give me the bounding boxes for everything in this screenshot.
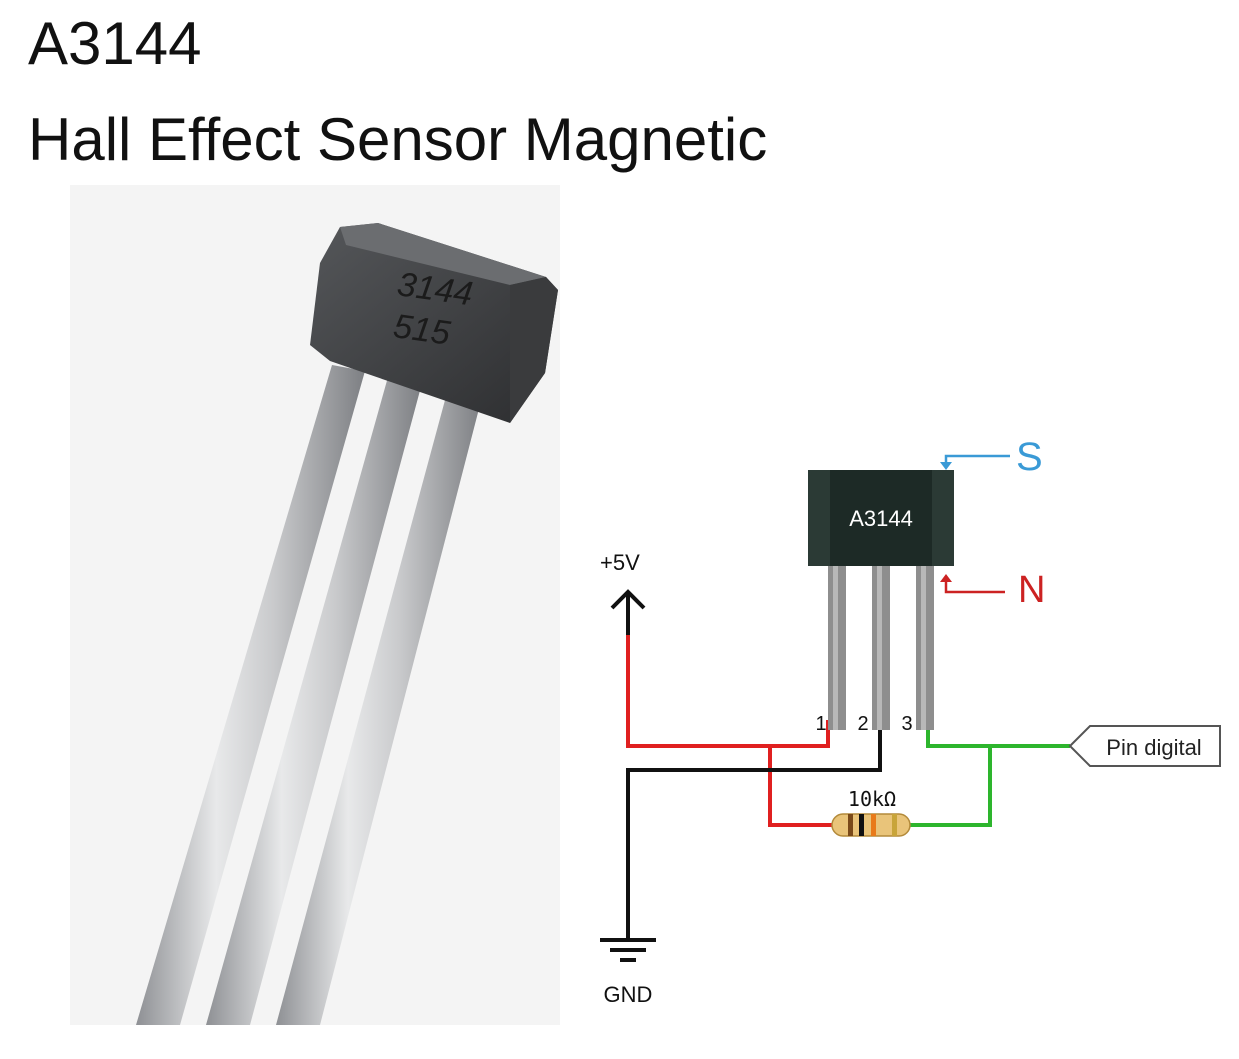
south-pole-label: S xyxy=(1016,435,1043,479)
pin-number-2: 2 xyxy=(857,713,868,735)
page-subtitle: Hall Effect Sensor Magnetic xyxy=(28,106,768,173)
chip-label: A3144 xyxy=(849,506,913,531)
resistor-supply-wire xyxy=(768,746,832,827)
supply-wire xyxy=(626,635,830,748)
output-tag xyxy=(1068,725,1221,767)
signal-wire xyxy=(926,720,1070,748)
ground-label: GND xyxy=(604,982,653,1007)
sensor-leg-2 xyxy=(206,377,422,1025)
ground-wire xyxy=(626,720,882,940)
north-pole-label: N xyxy=(1018,569,1045,611)
output-label: Pin digital xyxy=(1106,735,1201,760)
north-arrow-icon xyxy=(944,580,1005,594)
resistor-icon xyxy=(831,813,911,837)
sensor-body-side xyxy=(510,277,558,423)
sensor-leg-3 xyxy=(276,389,482,1025)
sensor-leg-1 xyxy=(136,365,365,1025)
wiring-diagram: +5V GND 10kΩ Pin digital 1 2 3 A3144 S N xyxy=(600,435,1221,1007)
supply-label: +5V xyxy=(600,550,640,575)
pin-number-1: 1 xyxy=(815,713,826,735)
sensor-photo: 3144 515 xyxy=(70,185,560,1025)
sensor-body-top xyxy=(340,223,546,285)
chip-body xyxy=(808,470,954,566)
resistor-signal-wire xyxy=(910,746,992,827)
pin-number-3: 3 xyxy=(901,713,912,735)
resistor-label: 10kΩ xyxy=(848,787,896,811)
page-title: A3144 xyxy=(28,10,202,77)
south-arrow-icon xyxy=(944,454,1010,464)
chip-marking-line2: 515 xyxy=(391,307,453,353)
